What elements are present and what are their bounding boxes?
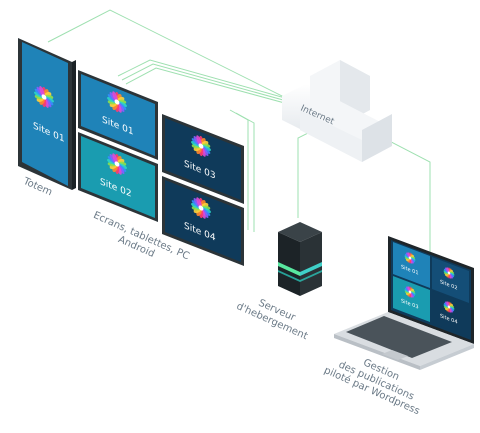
connection-lines [47,9,431,252]
tablet-site-02: Site 02 [78,132,158,222]
flower-petal [39,86,45,98]
flower-petal [407,252,411,259]
flower-icon [107,91,127,113]
flower-center [408,290,412,294]
laptop-tile-1 [393,242,430,288]
flower-icon [443,301,455,313]
tablet-site-01: Site 01 [78,70,158,160]
flower-center [198,205,204,211]
flower-icon [443,267,455,279]
link-totem-internet [47,9,331,121]
laptop-tile-4 [432,291,469,337]
flower-center [408,256,412,260]
internet-cloud: Internet [282,60,392,162]
flower-icon [404,286,416,298]
link-devices-down-b [235,112,255,232]
totem-device: Site 01 [18,38,76,190]
flower-center [447,271,451,275]
flower-center [41,94,47,100]
laptop-tile-2 [432,257,469,303]
tablet-site-03: Site 03 [162,114,244,204]
link-devices-internet-b [121,63,313,109]
link-devices-internet-c [125,67,315,112]
flower-icon [191,197,211,219]
hosting-server [278,222,322,296]
tablet-site-04: Site 04 [162,176,244,266]
flower-icon [191,135,211,157]
flower-petal [112,153,118,165]
flower-icon [34,86,54,108]
flower-petal [446,301,450,308]
laptop: Site 01 Site 02 Site 03 Site 04 [334,236,474,370]
laptop-trackpad [382,350,408,360]
flower-petal [407,286,411,293]
laptop-tile-3 [393,276,430,322]
flower-center [447,305,451,309]
flower-petal [112,91,118,103]
flower-petal [446,267,450,274]
flower-center [114,161,120,167]
flower-center [198,143,204,149]
flower-icon [404,252,416,264]
link-devices-internet-a [117,59,311,106]
flower-icon [107,153,127,175]
flower-petal [196,197,202,209]
flower-petal [196,135,202,147]
flower-center [114,99,120,105]
laptop-keyboard [346,316,452,358]
